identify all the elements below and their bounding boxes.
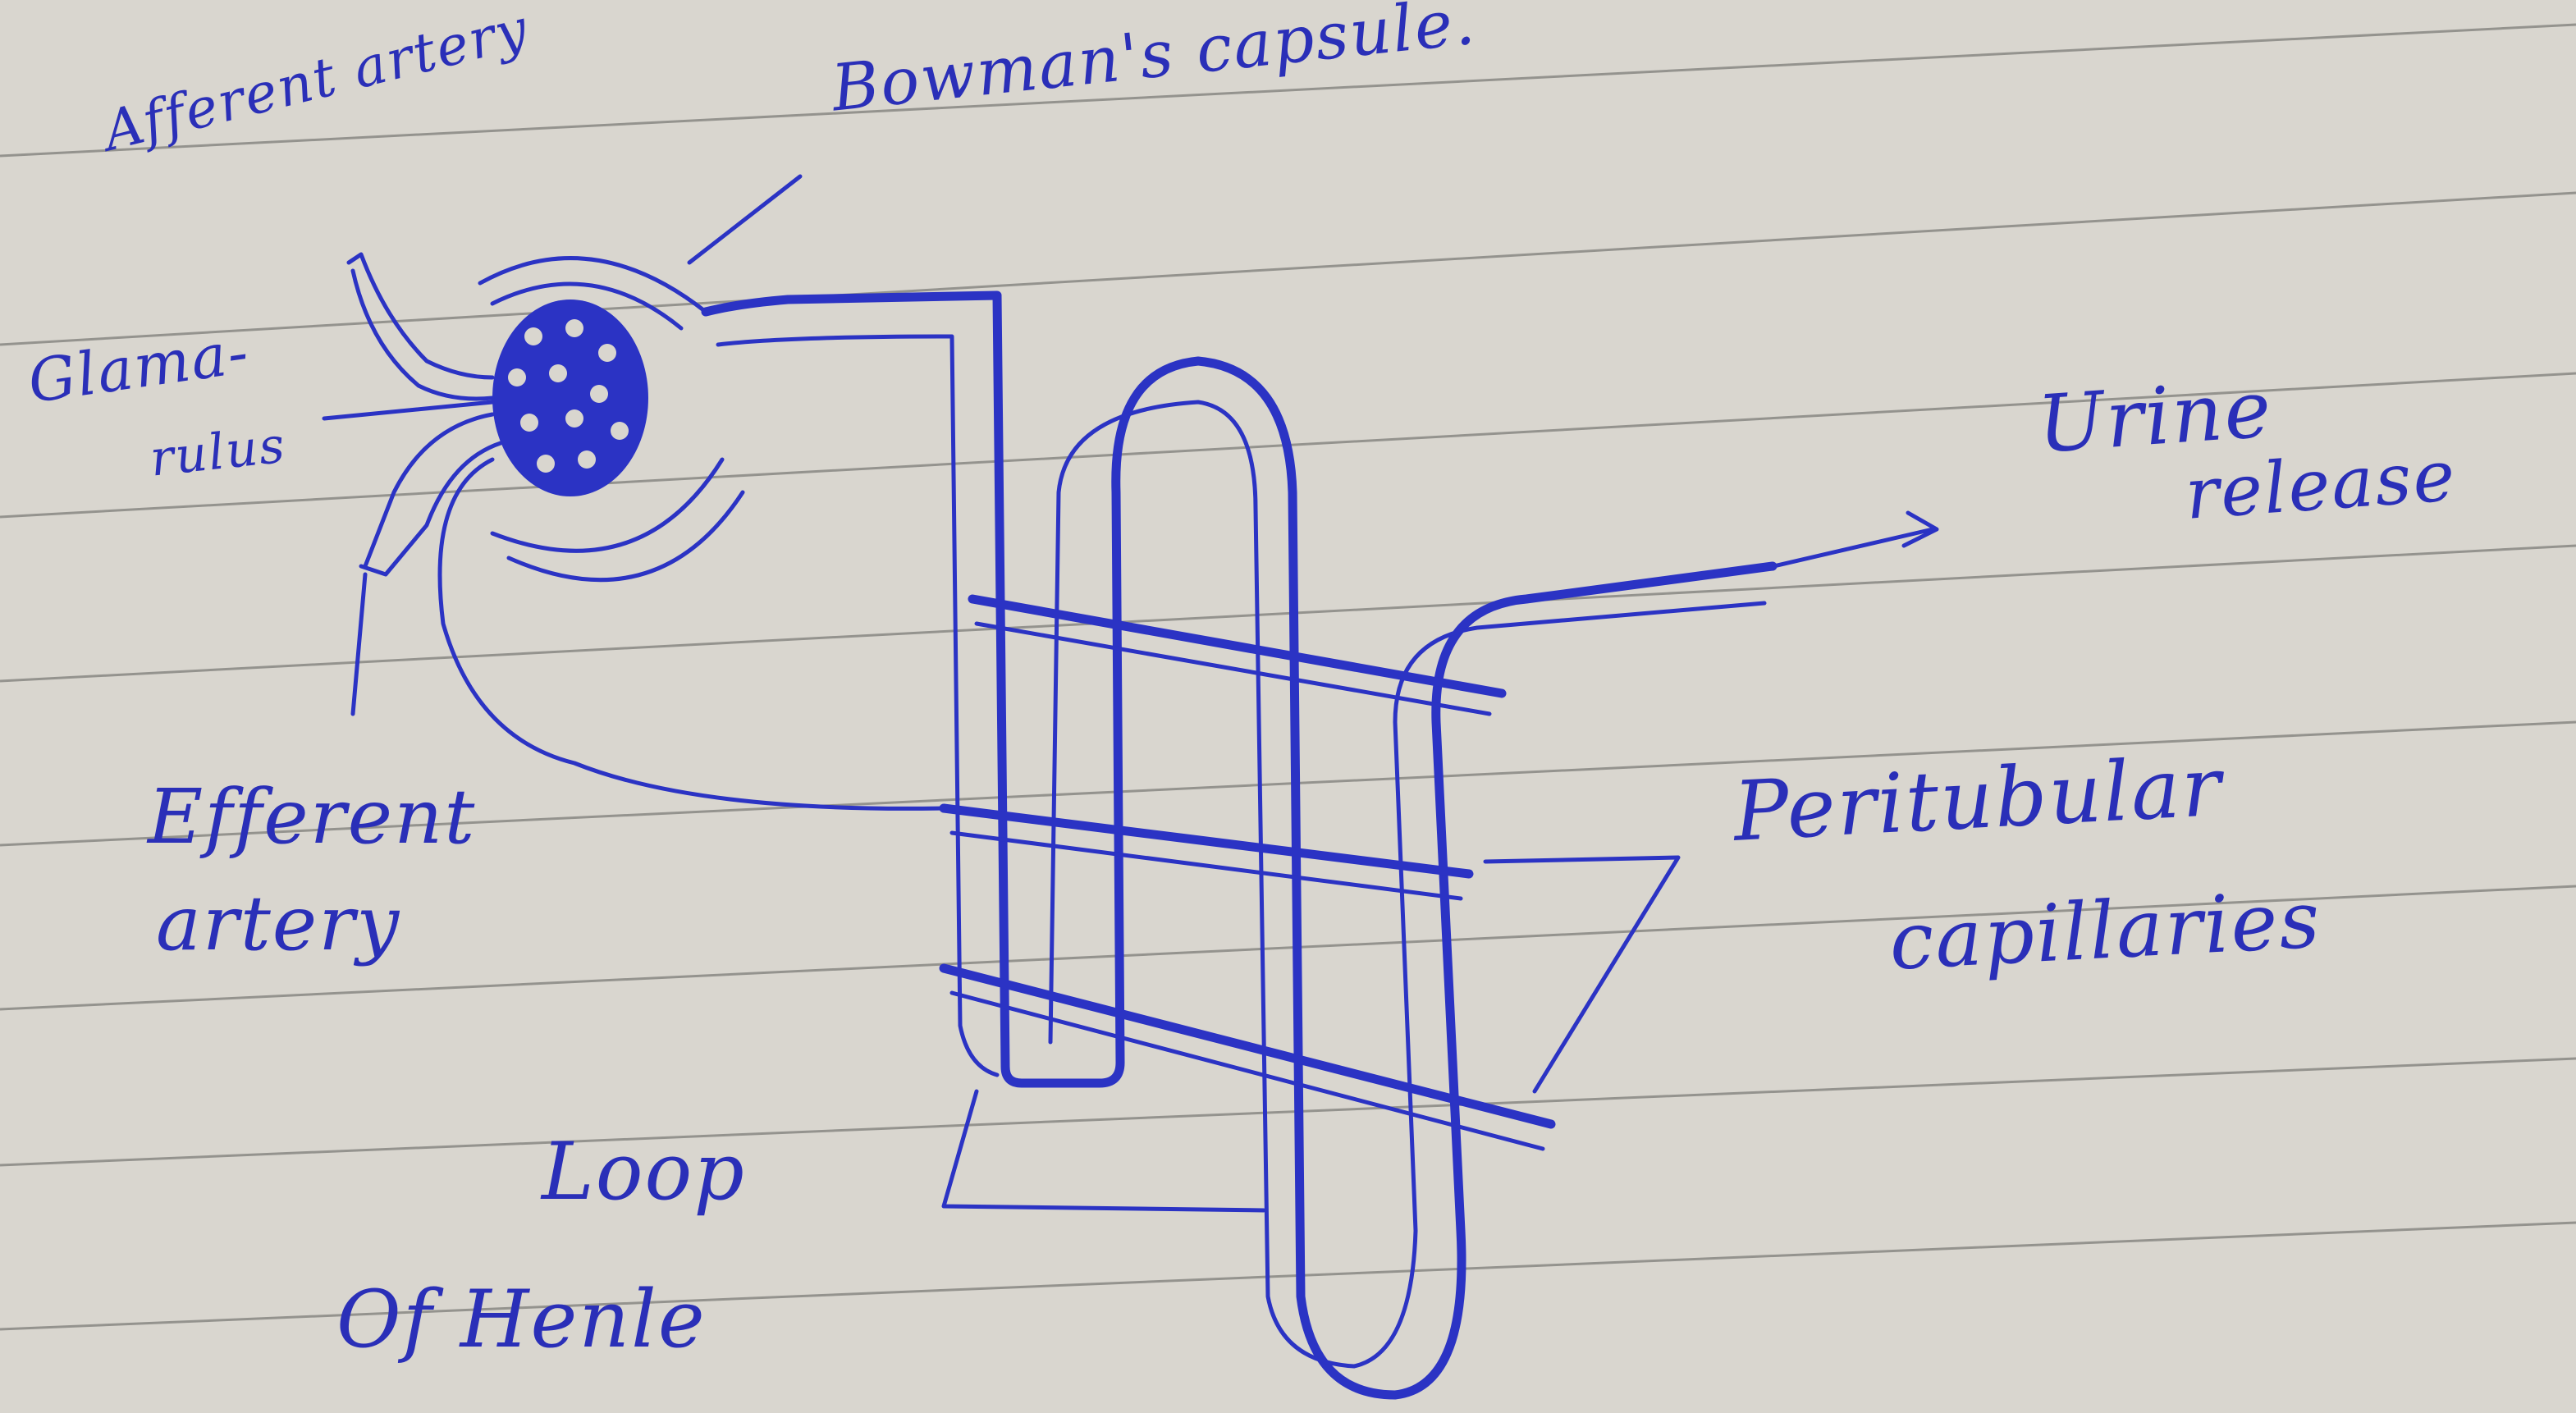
- urine-release-label-line2: release: [2183, 441, 2459, 530]
- glomerulus-label-line2: rulus: [148, 421, 288, 484]
- efferent-pointer: [353, 574, 365, 714]
- efferent-artery-vessel: [361, 414, 501, 574]
- bowmans-pointer: [689, 176, 800, 263]
- peritubular-capillaries-label-line1: Peritubular: [1732, 746, 2225, 853]
- glomerulus-pointer: [324, 402, 492, 418]
- urine-arrow: [1756, 513, 1937, 570]
- peritubular-pointer: [1485, 857, 1678, 1091]
- efferent-to-capillary-vessel: [440, 460, 944, 808]
- loop-of-henle-label-line1: Loop: [542, 1132, 746, 1211]
- efferent-artery-label-line2: artery: [156, 886, 400, 962]
- loop-pointer: [944, 1091, 1264, 1210]
- loop-of-henle-label-line2: Of Henle: [336, 1280, 707, 1359]
- afferent-artery-vessel: [349, 254, 492, 399]
- glomerulus: [492, 300, 648, 496]
- efferent-artery-label-line1: Efferent: [148, 780, 476, 855]
- peritubular-capillaries-label-line2: capillaries: [1887, 880, 2323, 981]
- peritubular-capillaries: [944, 599, 1551, 1149]
